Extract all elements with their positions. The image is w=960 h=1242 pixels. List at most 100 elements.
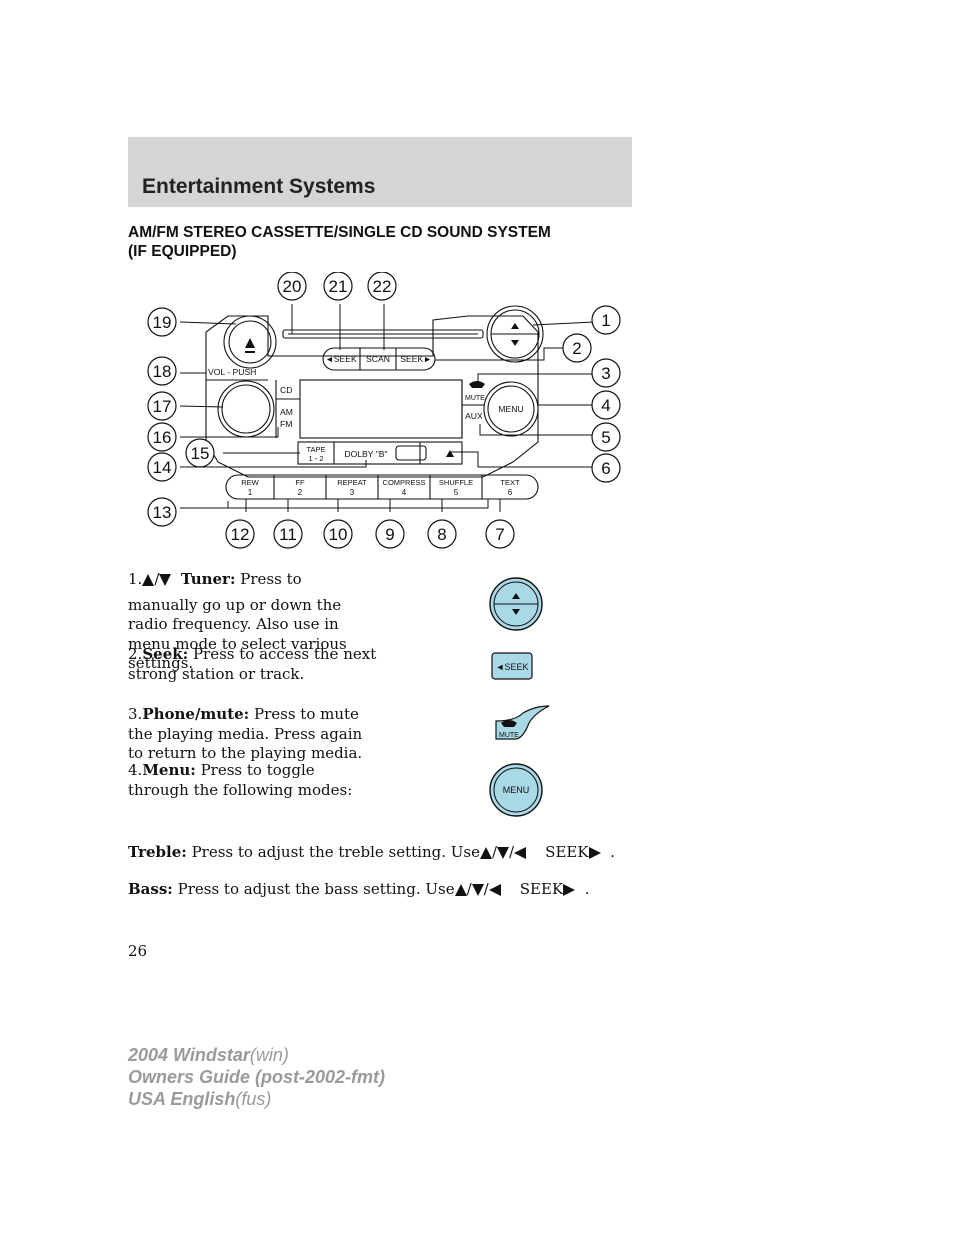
tape-eject-icon xyxy=(446,450,454,457)
callout-number-1: 1 xyxy=(601,311,610,330)
phone-icon xyxy=(469,381,485,388)
callout-circle-20 xyxy=(277,272,307,301)
menu-thumbnail: MENU xyxy=(489,763,543,817)
callout-circle-7 xyxy=(485,519,515,549)
item-1-text: manually go up or down the radio frequen… xyxy=(128,595,347,673)
volume-knob xyxy=(217,380,275,438)
am-label: AM xyxy=(280,407,293,417)
callout-circle-2 xyxy=(562,333,592,363)
seek-thumb-label: ◄SEEK xyxy=(496,662,529,672)
item-3-number: 3. xyxy=(128,705,143,723)
callout-circle-3 xyxy=(591,358,621,388)
item-1-number: 1. xyxy=(128,570,143,588)
callout-number-14: 14 xyxy=(153,458,172,477)
preset-3-name: REPEAT xyxy=(337,478,367,487)
tuner-up-icon xyxy=(511,323,519,329)
callout-number-15: 15 xyxy=(191,444,210,463)
vol-push-label: VOL - PUSH xyxy=(208,367,256,377)
callout-number-2: 2 xyxy=(572,339,581,358)
callout-circle-6 xyxy=(591,453,621,483)
callout-circle-13 xyxy=(147,497,177,527)
item-3-title: Phone/mute: xyxy=(142,705,250,723)
menu-knob xyxy=(483,381,539,437)
down-arrow-icon xyxy=(497,847,510,859)
callout-circle-9 xyxy=(375,519,405,549)
preset-3-number: 3 xyxy=(350,488,355,497)
bass-title: Bass: xyxy=(128,880,173,898)
phone-icon xyxy=(501,720,517,727)
callout-circle-10 xyxy=(323,519,353,549)
mute-thumb-label: MUTE xyxy=(499,732,519,739)
item-1-text-start: Press to xyxy=(240,570,302,588)
seek-left-label: ◄SEEK xyxy=(325,354,357,364)
callout-number-3: 3 xyxy=(601,364,610,383)
tuner-thumbnail xyxy=(489,577,543,631)
callout-circle-19 xyxy=(147,307,177,337)
callout-number-17: 17 xyxy=(153,397,172,416)
item-2-text: Press to access the next strong station … xyxy=(128,645,377,683)
slash: / xyxy=(483,880,489,898)
bass-text: Press to adjust the bass setting. Use xyxy=(177,880,455,898)
up-arrow-icon xyxy=(454,884,467,896)
left-arrow-icon xyxy=(488,884,501,896)
callout-circle-15 xyxy=(185,438,215,468)
item-seek: 2.Seek: Press to access the next strong … xyxy=(128,645,378,684)
callout-circle-1 xyxy=(591,305,621,335)
preset-4-number: 4 xyxy=(402,488,407,497)
preset-1-number: 1 xyxy=(248,488,253,497)
tape-label: TAPE xyxy=(306,445,325,454)
section-heading-line2: (IF EQUIPPED) xyxy=(128,243,237,260)
slash: / xyxy=(491,843,498,861)
item-4-text: Press to toggle through the following mo… xyxy=(128,761,353,799)
callout-number-12: 12 xyxy=(231,525,250,544)
tuner-down-icon xyxy=(511,340,519,346)
preset-bar xyxy=(225,474,539,500)
seek-right-label: SEEK► xyxy=(400,354,431,364)
item-phone-mute: 3.Phone/mute: Press to mute the playing … xyxy=(128,705,378,764)
seek-thumbnail: ◄SEEK xyxy=(491,652,533,680)
page-number: 26 xyxy=(128,942,148,960)
callout-number-21: 21 xyxy=(329,277,348,296)
preset-2-name: FF xyxy=(295,478,305,487)
preset-4-name: COMPRESS xyxy=(383,478,426,487)
preset-6-number: 6 xyxy=(508,488,513,497)
callout-circle-18 xyxy=(147,356,177,386)
seek-scan-bar xyxy=(322,347,436,371)
slash: / xyxy=(466,880,472,898)
left-arrow-icon xyxy=(514,847,527,859)
footer: 2004 Windstar(win) Owners Guide (post-20… xyxy=(128,1044,385,1110)
item-tuner: 1./ Tuner: Press to manually go up or do… xyxy=(128,570,378,674)
item-4-number: 4. xyxy=(128,761,143,779)
fm-label: FM xyxy=(280,419,292,429)
footer-language: USA English xyxy=(128,1089,236,1109)
treble-title: Treble: xyxy=(128,843,187,861)
callout-number-4: 4 xyxy=(601,396,610,415)
bass-line: Bass: Press to adjust the bass setting. … xyxy=(128,880,590,899)
callout-number-8: 8 xyxy=(437,525,446,544)
item-4-title: Menu: xyxy=(142,761,196,779)
callout-circle-21 xyxy=(323,272,353,301)
up-arrow-icon xyxy=(512,593,520,599)
callout-number-22: 22 xyxy=(373,277,392,296)
callout-number-6: 6 xyxy=(601,459,610,478)
menu-label: MENU xyxy=(498,404,523,414)
up-arrow-icon xyxy=(142,574,155,586)
period: . xyxy=(610,843,615,861)
preset-5-name: SHUFFLE xyxy=(439,478,473,487)
item-2-title: Seek: xyxy=(142,645,189,663)
up-arrow-icon xyxy=(479,847,492,859)
callout-circle-22 xyxy=(367,272,397,301)
section-heading: AM/FM STEREO CASSETTE/SINGLE CD SOUND SY… xyxy=(128,223,551,261)
callout-circle-11 xyxy=(273,519,303,549)
eject-knob xyxy=(223,315,277,369)
callout-circle-12 xyxy=(225,519,255,549)
preset-2-number: 2 xyxy=(298,488,303,497)
callout-number-11: 11 xyxy=(279,525,297,544)
radio-diagram: ◄SEEK SCAN SEEK► VOL - PUSH CD AM FM MUT… xyxy=(147,272,621,549)
callout-number-20: 20 xyxy=(283,277,302,296)
item-1-title: Tuner: xyxy=(180,570,236,588)
callout-number-18: 18 xyxy=(153,362,172,381)
callout-circle-16 xyxy=(147,422,177,452)
cd-label: CD xyxy=(280,385,292,395)
